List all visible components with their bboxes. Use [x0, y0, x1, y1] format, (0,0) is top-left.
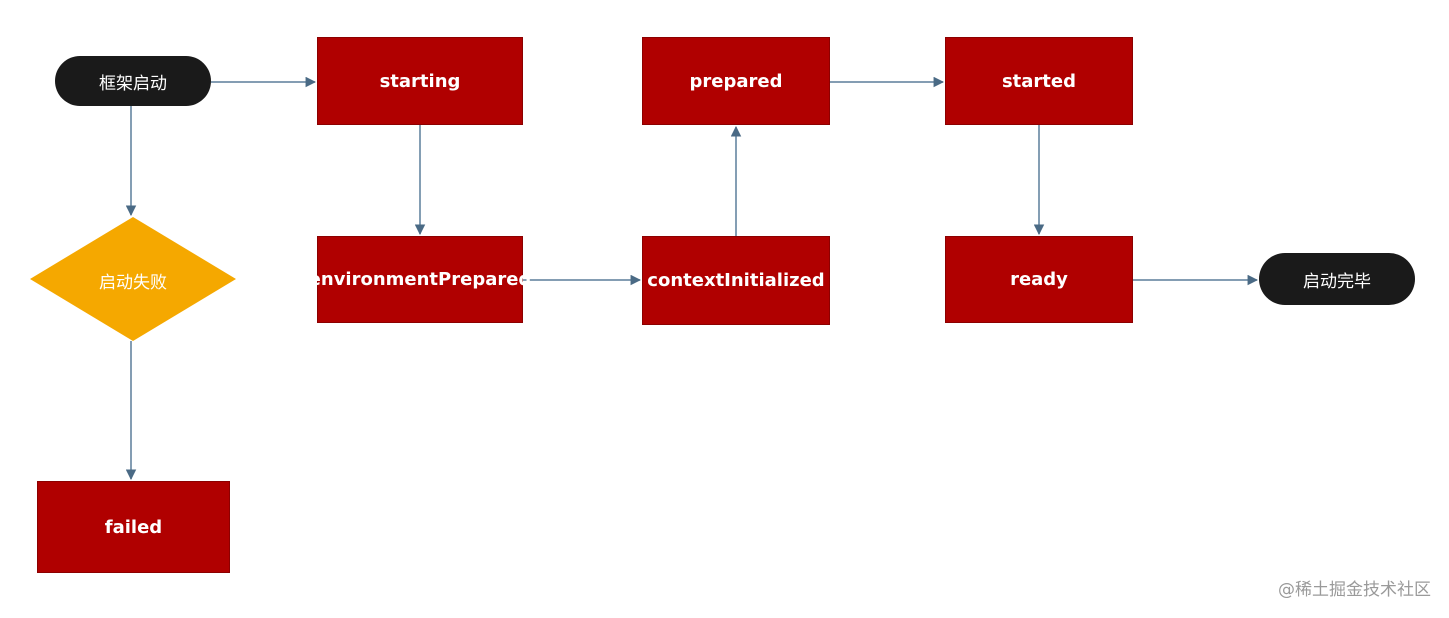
prepared-state-label: prepared [689, 70, 783, 92]
context-initialized-state-node: contextInitialized [642, 236, 830, 325]
decision-label: 启动失败 [99, 272, 167, 293]
end-terminal-label: 启动完毕 [1303, 271, 1371, 292]
started-state-node: started [945, 37, 1133, 125]
starting-state-node: starting [317, 37, 523, 125]
watermark-text: @稀土掘金技术社区 [1278, 580, 1431, 600]
decision-diamond [30, 217, 236, 341]
start-terminal-label: 框架启动 [99, 73, 167, 94]
starting-state-label: starting [379, 70, 461, 92]
environment-prepared-state-label: environmentPrepared [308, 269, 532, 290]
environment-prepared-state-node: environmentPrepared [309, 236, 531, 323]
prepared-state-node: prepared [642, 37, 830, 125]
started-state-label: started [1001, 70, 1077, 92]
failed-state-node: failed [37, 481, 230, 573]
ready-state-node: ready [945, 236, 1133, 323]
decision-node-label-wrapper: 启动失败 [30, 250, 236, 310]
failed-state-label: failed [104, 516, 163, 538]
start-terminal-node: 框架启动 [55, 56, 211, 106]
ready-state-label: ready [1010, 269, 1068, 290]
context-initialized-state-label: contextInitialized [647, 270, 825, 291]
end-terminal-node: 启动完毕 [1259, 253, 1415, 305]
